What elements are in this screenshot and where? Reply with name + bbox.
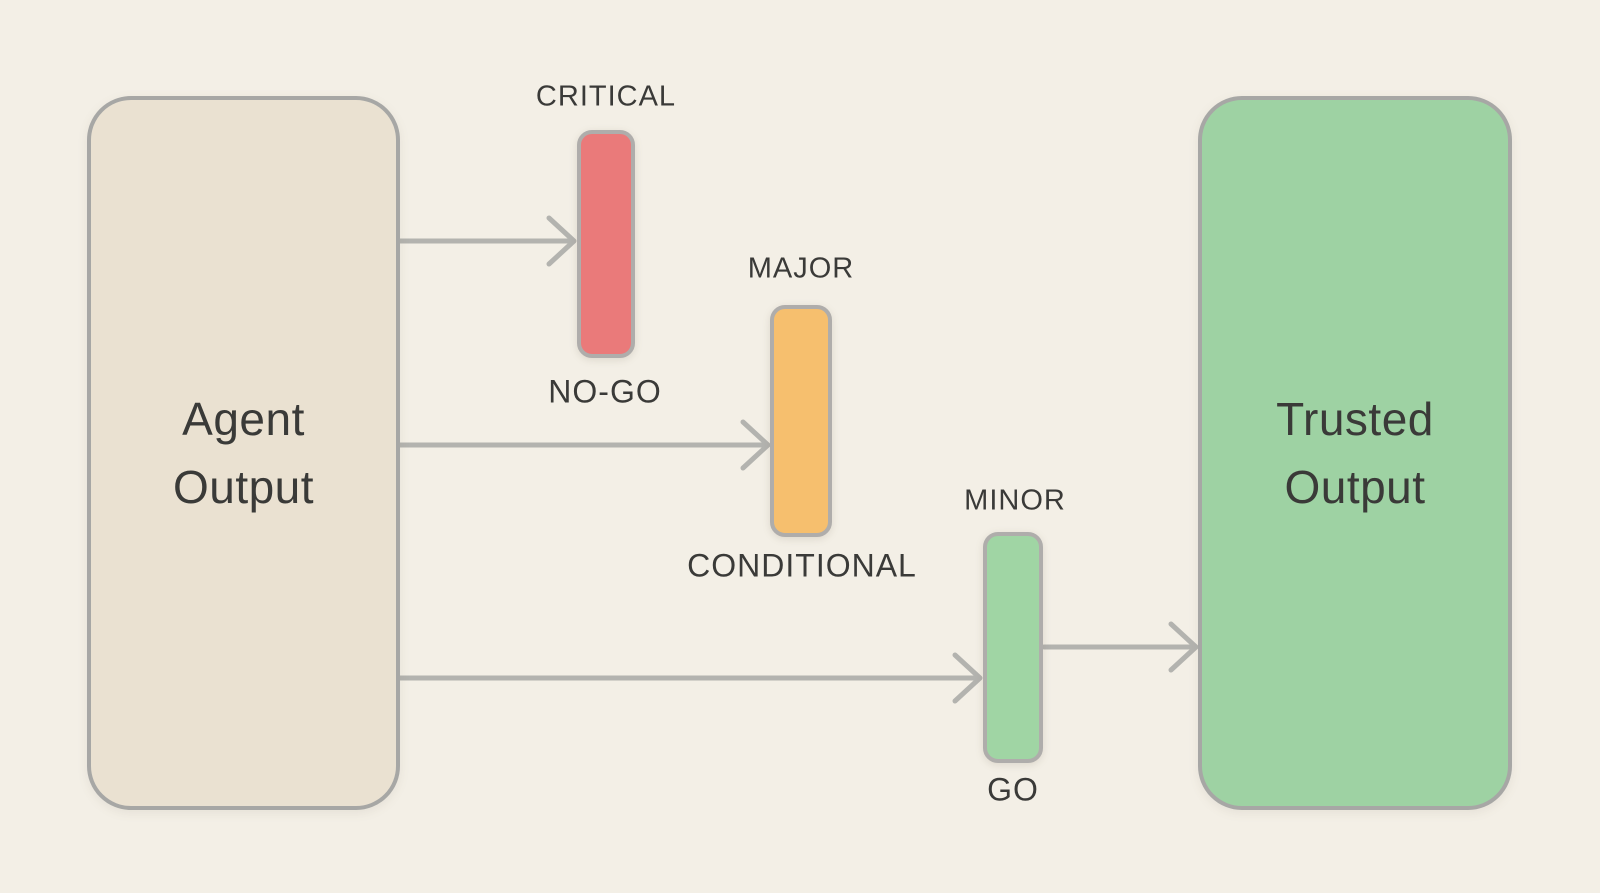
minor-label: MINOR bbox=[964, 484, 1066, 517]
critical-label: CRITICAL bbox=[535, 80, 677, 113]
no-go-label: NO-GO bbox=[548, 373, 662, 410]
trusted-output-box: Trusted Output bbox=[1198, 96, 1512, 810]
arrow-agent-to-major bbox=[396, 419, 771, 471]
critical-severity-bar bbox=[577, 130, 635, 358]
arrow-agent-to-critical bbox=[396, 215, 577, 267]
major-label: MAJOR bbox=[747, 252, 855, 285]
minor-severity-bar bbox=[983, 532, 1043, 763]
go-label: GO bbox=[987, 771, 1039, 808]
conditional-label: CONDITIONAL bbox=[687, 547, 917, 584]
arrow-minor-to-trusted bbox=[1041, 621, 1199, 673]
arrow-agent-to-minor bbox=[396, 652, 983, 704]
major-severity-bar bbox=[770, 305, 832, 537]
trusted-output-label: Trusted Output bbox=[1276, 393, 1434, 513]
agent-output-box: Agent Output bbox=[87, 96, 400, 810]
agent-output-label: Agent Output bbox=[172, 393, 315, 513]
